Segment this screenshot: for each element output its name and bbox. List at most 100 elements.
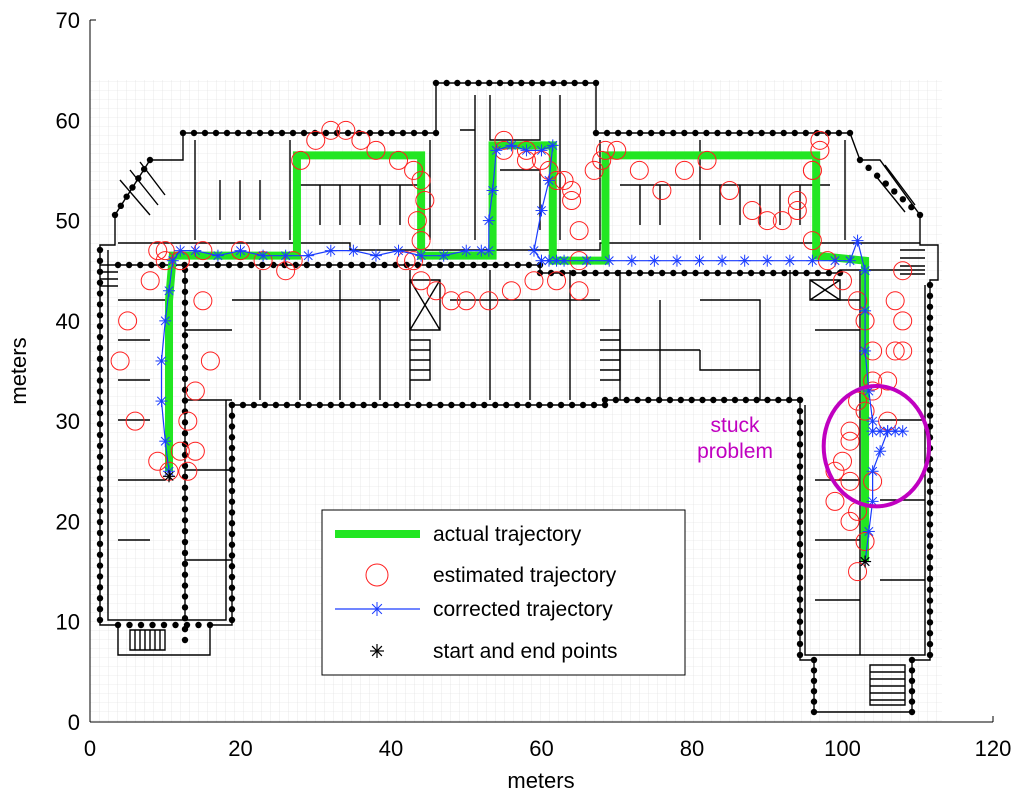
wall-point <box>443 79 450 87</box>
corrected-point <box>234 244 247 257</box>
wall-point <box>688 396 695 404</box>
corrected-trajectory-series <box>155 139 909 568</box>
wall-point <box>614 269 621 277</box>
wall-point <box>250 401 258 409</box>
wall-point <box>436 261 444 269</box>
estimated-point <box>893 341 913 361</box>
wall-point <box>470 261 477 269</box>
corrected-point <box>460 244 473 257</box>
wall-point <box>659 129 666 137</box>
wall-point <box>582 79 589 87</box>
wall-point <box>459 261 466 269</box>
estimated-point <box>291 150 311 170</box>
wall-point <box>518 79 525 87</box>
estimated-point <box>426 281 446 301</box>
corrected-point <box>415 249 428 262</box>
wall-point <box>314 261 322 269</box>
legend-label-actual: actual trajectory <box>433 523 582 546</box>
y-tick-label: 20 <box>56 509 80 534</box>
corrected-point <box>859 304 872 317</box>
estimated-point <box>863 371 883 391</box>
wall-point <box>125 261 133 269</box>
corrected-point <box>437 249 450 262</box>
y-tick-label: 40 <box>56 309 80 334</box>
wall-point <box>248 261 255 269</box>
wall-point <box>181 538 189 546</box>
wall-point <box>111 211 119 219</box>
wall-point <box>796 485 804 492</box>
wall-point <box>96 312 104 319</box>
corrected-point <box>866 415 879 428</box>
wall-point <box>181 342 189 350</box>
wall-point <box>421 129 429 137</box>
wall-point <box>507 79 514 87</box>
wall-point <box>636 269 644 277</box>
wall-point <box>96 475 104 482</box>
corrected-point <box>580 254 593 267</box>
wall-point <box>670 269 677 277</box>
wall-point <box>228 595 236 602</box>
estimated-point <box>592 150 612 170</box>
wall-point <box>377 129 385 137</box>
wall-point <box>96 605 104 613</box>
legend: actual trajectory estimated trajectory c… <box>321 509 686 676</box>
wall-point <box>528 79 536 87</box>
wall-point <box>181 517 189 524</box>
corrected-point <box>159 435 172 448</box>
wall-point <box>117 202 125 210</box>
stuck-problem-label-line1: stuck <box>710 414 760 437</box>
wall-point <box>381 261 388 269</box>
estimated-point <box>893 261 913 281</box>
wall-point <box>261 401 269 409</box>
wall-point <box>781 269 788 277</box>
wall-point <box>546 401 554 409</box>
corrected-point <box>155 354 168 367</box>
y-axis-label: meters <box>6 337 31 404</box>
wall-point <box>459 401 466 409</box>
estimated-point <box>193 291 213 311</box>
wall-point <box>228 412 236 419</box>
wall-point <box>181 419 189 426</box>
wall-point <box>796 640 804 648</box>
wall-point <box>228 573 236 581</box>
estimated-point <box>407 211 427 231</box>
wall-point <box>810 688 818 695</box>
wall-point <box>908 203 915 211</box>
wall-point <box>926 336 934 343</box>
corrected-point <box>862 525 875 538</box>
wall-point <box>655 396 663 404</box>
wall-point <box>348 261 355 269</box>
wall-point <box>603 129 611 137</box>
corrected-point <box>670 254 683 267</box>
wall-point <box>503 261 510 269</box>
wall-point <box>926 597 934 604</box>
estimated-point <box>742 201 762 221</box>
corrected-point <box>257 249 270 262</box>
wall-point <box>846 129 854 137</box>
estimated-point <box>885 341 905 361</box>
corrected-point <box>535 204 548 217</box>
estimated-point <box>231 241 250 261</box>
wall-point <box>731 396 739 404</box>
wall-point <box>601 396 609 404</box>
estimated-point <box>878 371 898 391</box>
wall-point <box>181 615 189 622</box>
wall-point <box>325 261 333 269</box>
wall-point <box>214 261 222 269</box>
wall-point <box>303 261 310 269</box>
wall-point <box>926 292 934 300</box>
wall-point <box>908 677 916 684</box>
estimated-point <box>584 160 604 180</box>
estimated-point <box>772 211 792 231</box>
legend-start-end-marker <box>370 644 384 658</box>
wall-point <box>96 410 104 417</box>
wall-point <box>228 434 236 441</box>
wall-point <box>239 401 247 409</box>
y-tick-label: 10 <box>56 610 80 635</box>
corrected-point <box>738 254 751 267</box>
estimated-point <box>411 231 431 251</box>
corrected-point <box>866 465 879 478</box>
wall-point <box>96 333 104 341</box>
estimated-point <box>674 160 694 180</box>
wall-point <box>873 172 881 179</box>
